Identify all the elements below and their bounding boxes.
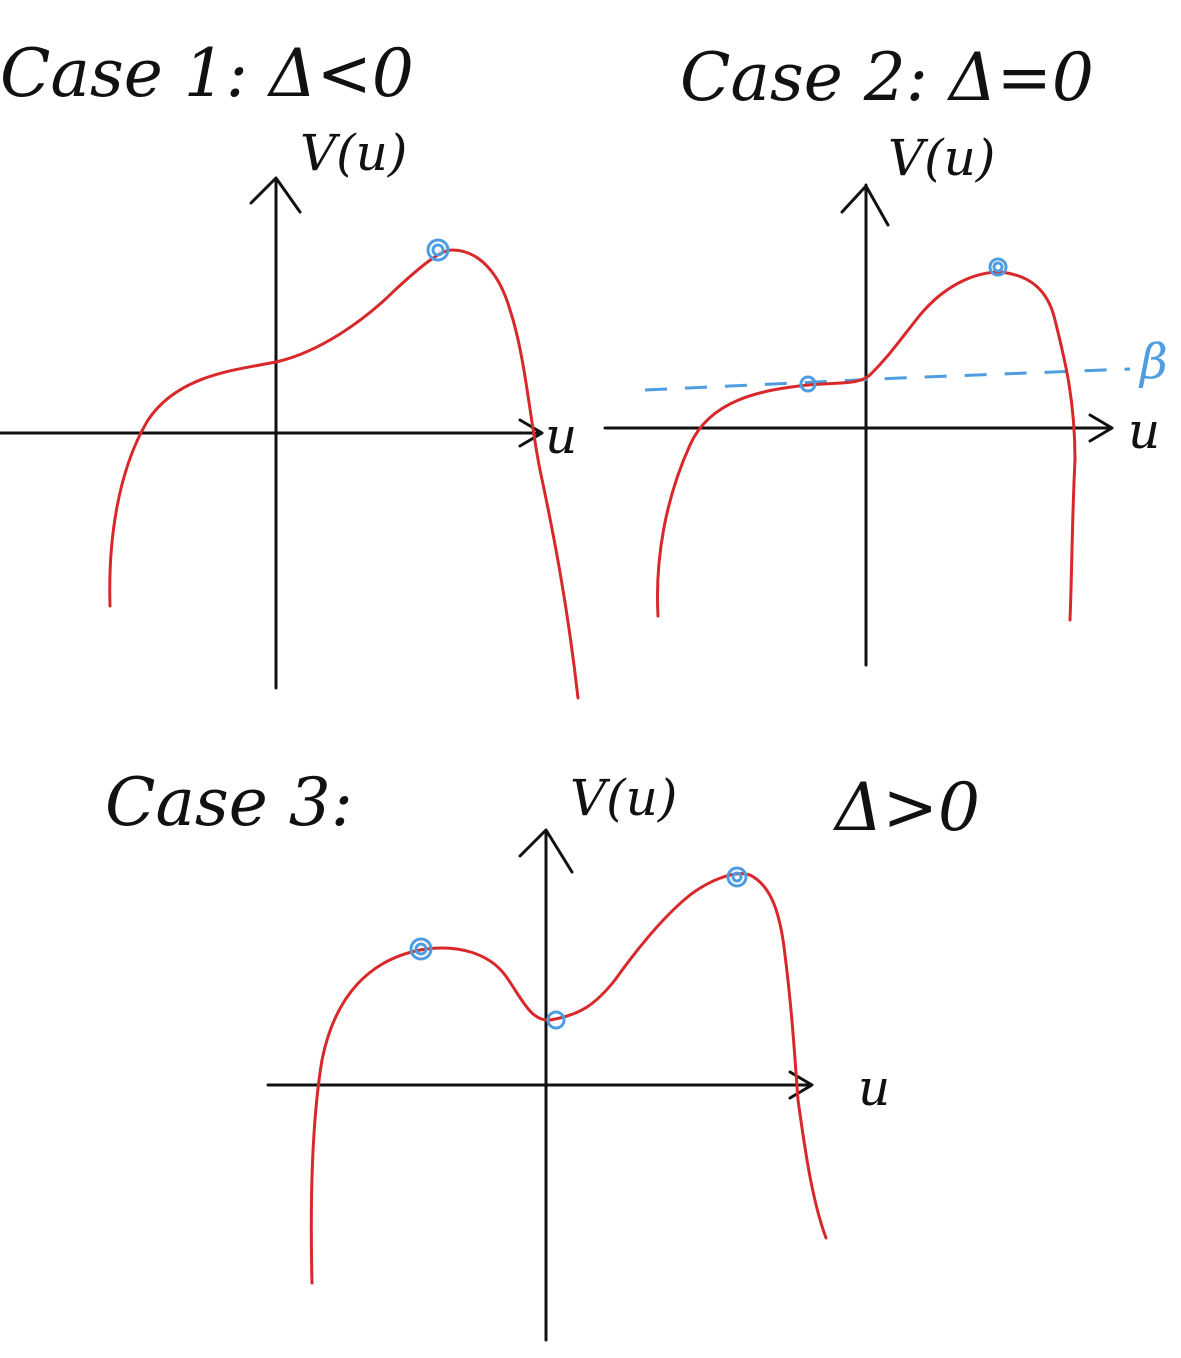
case3-minimum-marker [546,1010,566,1030]
case2-level-line [644,367,1131,392]
case3-y-label: V(u) [570,769,677,827]
case1-maximum-marker-inner [431,243,445,257]
case1-y-arrow [249,176,302,214]
case3-title: Case 3: [105,764,353,841]
case2-y-label: V(u) [888,129,995,187]
case1-panel: Case 1: Δ<0 V(u) u [0,35,580,700]
case3-left-maximum-marker-inner [414,942,428,956]
case1-maximum-marker [426,238,450,262]
case1-title: Case 1: Δ<0 [0,35,414,112]
case3-y-arrow [518,828,574,874]
case1-x-arrow [518,418,544,448]
case2-potential-curve [656,270,1077,622]
case3-x-label: u [858,1059,890,1117]
case3-right-maximum-marker-inner [731,871,743,883]
case1-x-label: u [545,407,577,465]
case2-title: Case 2: Δ=0 [680,39,1094,116]
case2-x-arrow [1088,413,1114,443]
case2-inflection-marker [799,375,817,393]
case2-maximum-marker-inner [992,261,1004,273]
case1-y-label: V(u) [300,124,407,182]
case2-level-label: β [1138,334,1168,390]
case2-x-label: u [1128,402,1160,460]
case3-condition: Δ>0 [832,769,980,846]
case2-maximum-marker [988,257,1008,277]
case3-left-maximum-marker [409,937,433,961]
case3-right-maximum-marker [726,866,748,888]
case2-panel: Case 2: Δ=0 V(u) u β [603,39,1168,667]
case3-panel: Case 3: Δ>0 V(u) u [105,764,980,1342]
case1-potential-curve [108,248,580,700]
case2-y-arrow [840,184,890,227]
case3-potential-curve [309,872,828,1285]
